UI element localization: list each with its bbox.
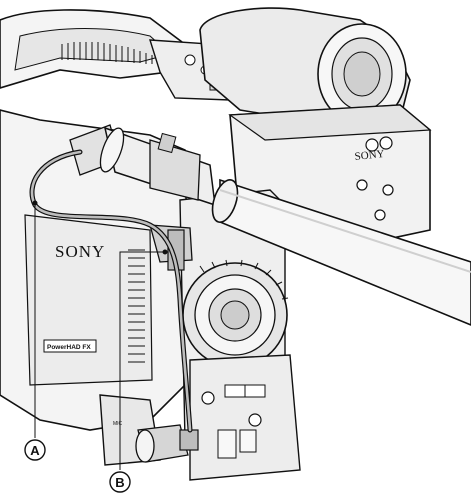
viewfinder-brand-logo: SONY	[354, 148, 385, 163]
mic-input-connector: MIC	[99, 394, 199, 466]
viewfinder-knob[interactable]	[382, 184, 394, 196]
connector-jack[interactable]	[248, 413, 262, 427]
handle-grip-ribs	[61, 42, 153, 64]
viewfinder-knob[interactable]	[379, 136, 393, 150]
viewfinder-knob[interactable]	[365, 138, 379, 152]
callout-b-label: B	[115, 475, 124, 490]
callout-b: B	[109, 471, 131, 493]
viewfinder-knob[interactable]	[374, 209, 386, 221]
mic-input-label: MIC	[113, 421, 123, 427]
connector-jack[interactable]	[201, 391, 215, 405]
shotgun-microphone	[69, 124, 471, 326]
vent-slots	[128, 249, 145, 363]
connector-panel	[189, 354, 301, 481]
front-brand-logo: SONY	[55, 242, 105, 261]
carry-handle	[0, 9, 236, 101]
viewfinder-knob[interactable]	[356, 179, 368, 191]
callout-a-label: A	[30, 443, 40, 458]
callout-leaders	[32, 200, 168, 470]
powerhad-badge: PowerHAD FX	[47, 344, 91, 351]
callout-a: A	[24, 439, 46, 461]
